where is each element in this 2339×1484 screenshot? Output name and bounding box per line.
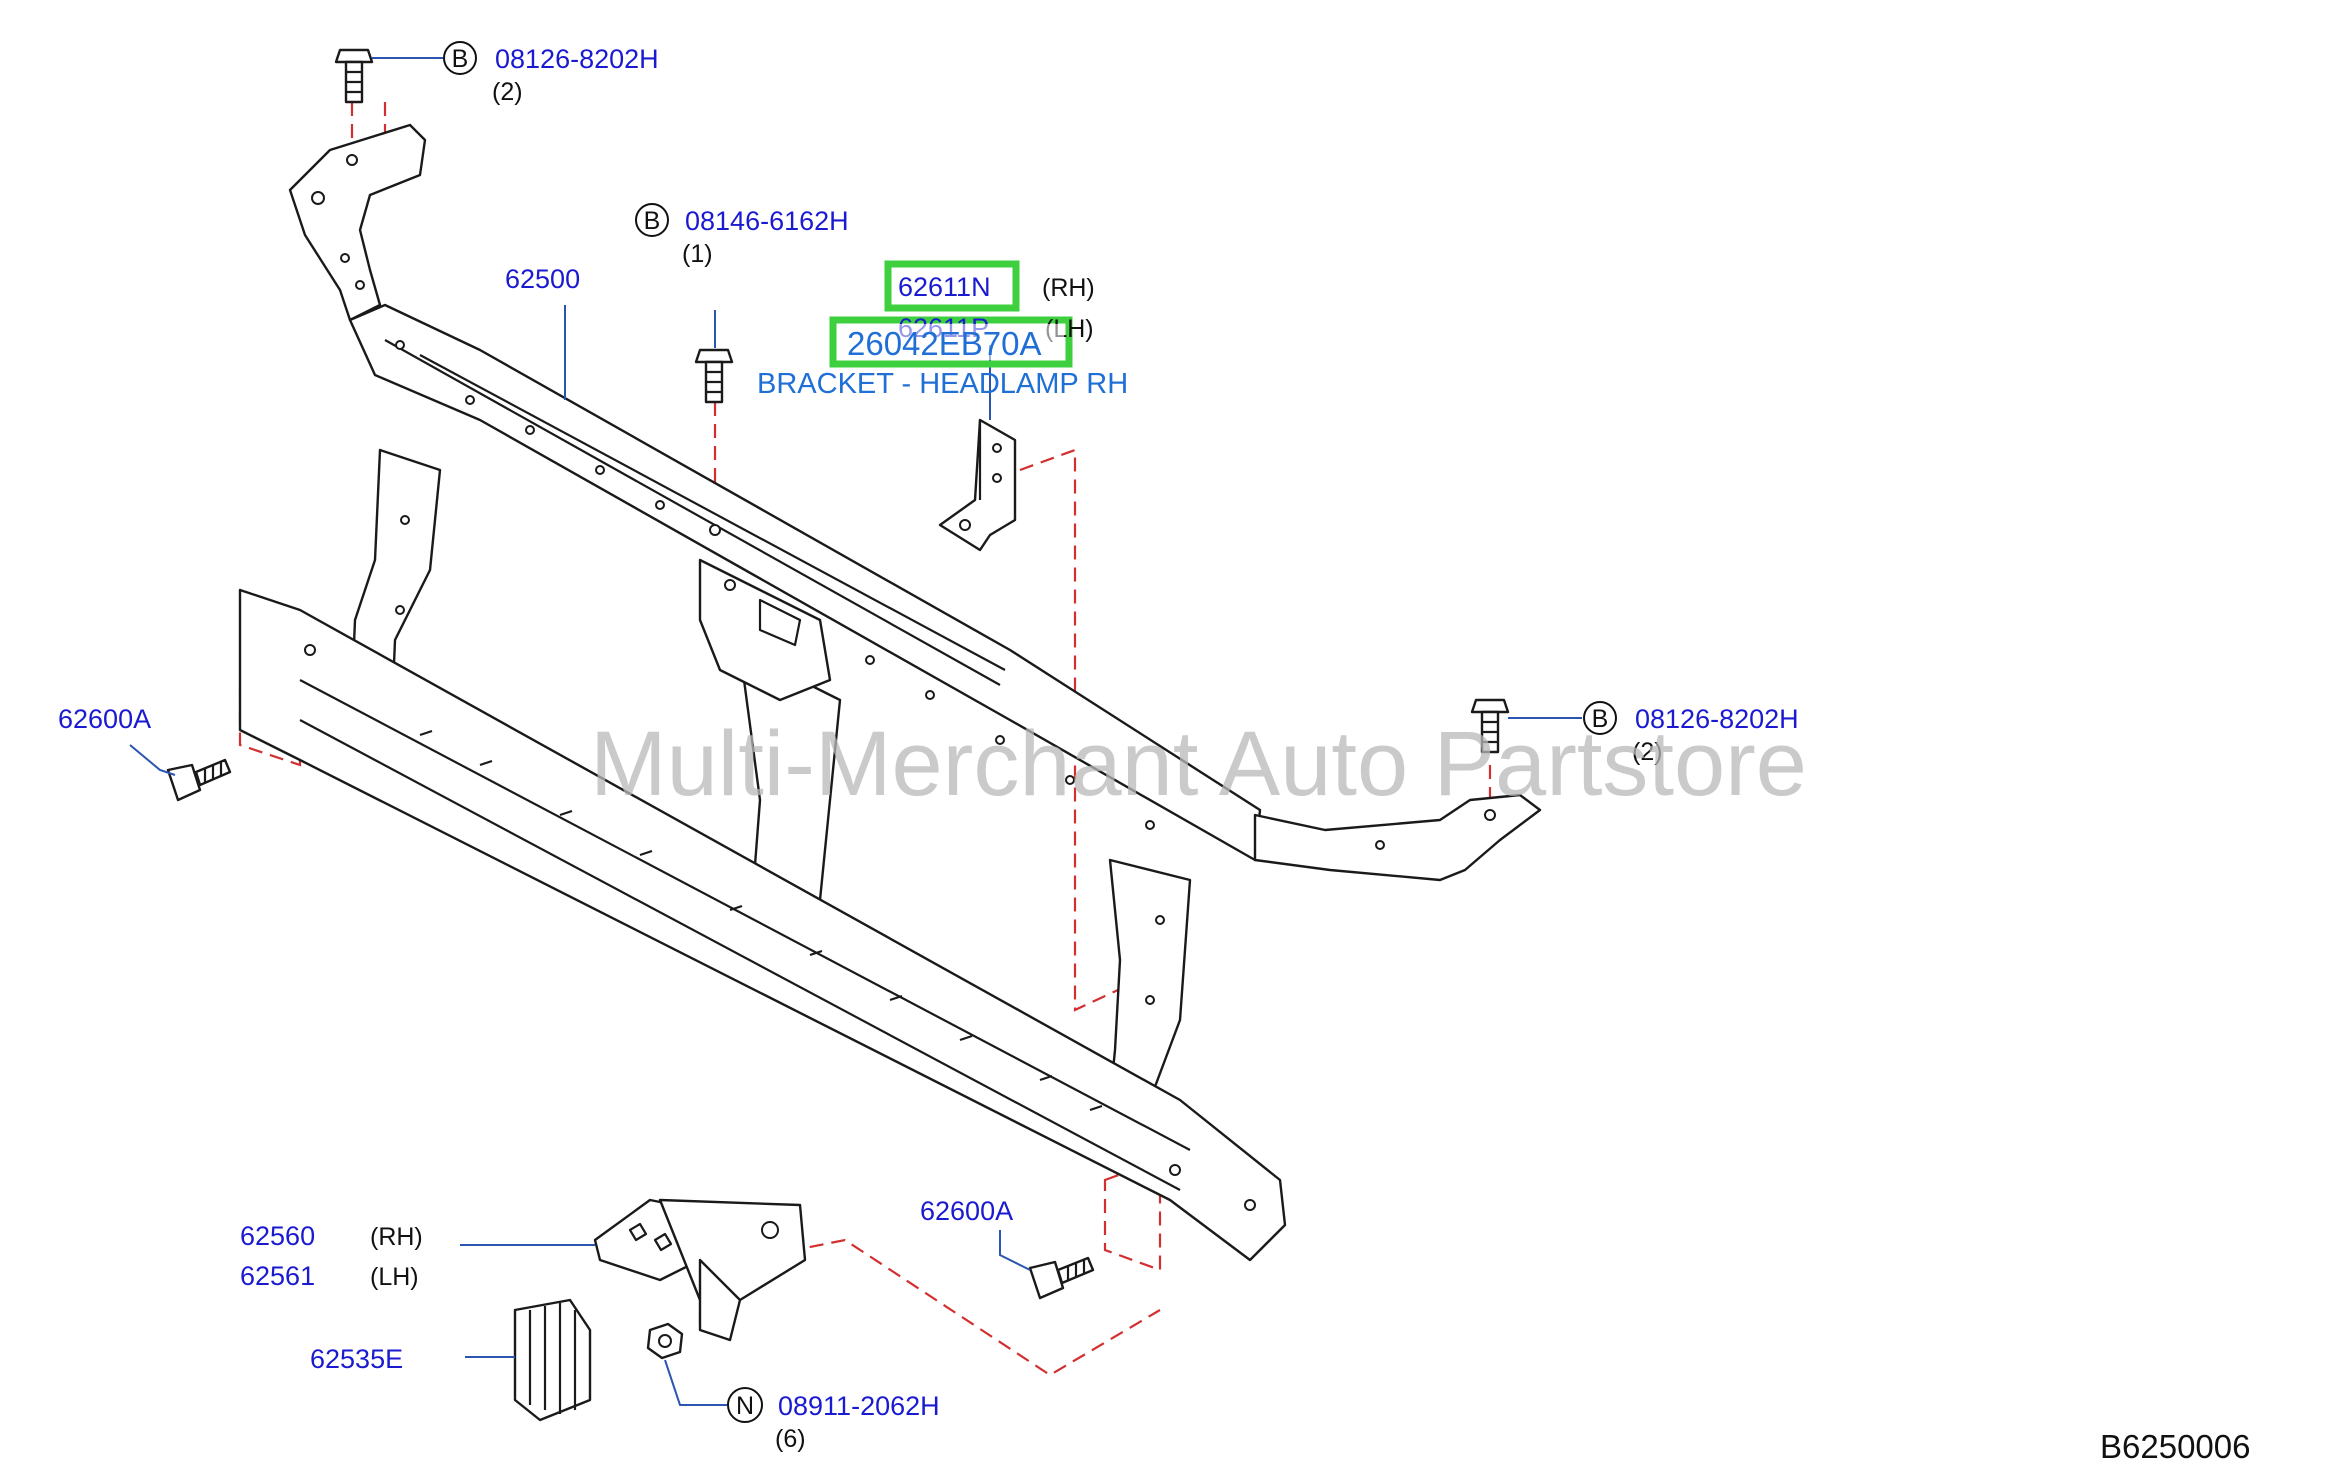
radiator-core-support[interactable]	[238, 123, 1542, 1262]
side-lh: (LH)	[370, 1263, 419, 1291]
bolt-center[interactable]	[694, 348, 734, 404]
callout-bolt-right[interactable]: B 08126-8202H (2)	[1583, 701, 1799, 766]
svg-text:B: B	[1592, 705, 1609, 733]
bolt-right[interactable]	[1470, 698, 1510, 754]
bolt-bottom[interactable]	[1028, 1256, 1095, 1300]
side-rh: (RH)	[1042, 274, 1095, 302]
hood-lock[interactable]	[593, 1198, 807, 1342]
part-number: 08146-6162H	[685, 206, 849, 236]
callout-bolt-left[interactable]: 62600A	[58, 704, 151, 734]
highlight-62611n	[884, 260, 1020, 312]
quantity: (2)	[492, 78, 523, 106]
callout-bolt-top[interactable]: B 08126-8202H (2)	[443, 41, 659, 106]
part-number: 08126-8202H	[495, 44, 659, 74]
callout-bolt-bottom[interactable]: 62600A	[920, 1196, 1013, 1226]
svg-text:N: N	[736, 1392, 754, 1420]
leader-lines	[129, 57, 1582, 1406]
lower-member-slots	[419, 729, 1103, 1112]
hood-lock-nut[interactable]	[646, 1322, 684, 1360]
callout-bolt-center[interactable]: B 08146-6162H (1)	[635, 203, 849, 268]
callout-nut[interactable]: N 08911-2062H (6)	[727, 1387, 940, 1453]
air-duct[interactable]	[513, 1298, 592, 1422]
bolt-top[interactable]	[334, 48, 374, 104]
svg-text:B: B	[452, 45, 469, 73]
quantity: (1)	[682, 240, 713, 268]
headlamp-bracket[interactable]	[938, 418, 1017, 552]
callout-air-duct[interactable]: 62535E	[310, 1344, 403, 1374]
watermark: Multi-Merchant Auto Partstore	[590, 713, 1807, 815]
quantity: (2)	[1632, 738, 1663, 766]
part-number-rh: 62611N	[898, 272, 991, 302]
figure-code: B6250006	[2100, 1428, 2250, 1465]
svg-text:B: B	[644, 207, 661, 235]
part-number: 08911-2062H	[778, 1391, 940, 1421]
part-number: 08126-8202H	[1635, 704, 1799, 734]
callout-selected-part[interactable]: 26042EB70A BRACKET - HEADLAMP RH	[757, 324, 1128, 400]
highlight-26042eb70a	[829, 316, 1073, 368]
part-number-lh: 62561	[240, 1261, 315, 1291]
part-number-rh: 62560	[240, 1221, 315, 1251]
side-rh: (RH)	[370, 1223, 423, 1251]
callout-hood-lock[interactable]: 62560 (RH) 62561 (LH)	[240, 1221, 423, 1291]
selected-part-description: BRACKET - HEADLAMP RH	[757, 368, 1128, 400]
mounting-holes	[304, 154, 1496, 1211]
quantity: (6)	[775, 1425, 806, 1453]
selected-part-number: 26042EB70A	[847, 325, 1042, 362]
callout-core-support[interactable]: 62500	[505, 264, 580, 294]
bolt-left[interactable]	[166, 758, 232, 802]
